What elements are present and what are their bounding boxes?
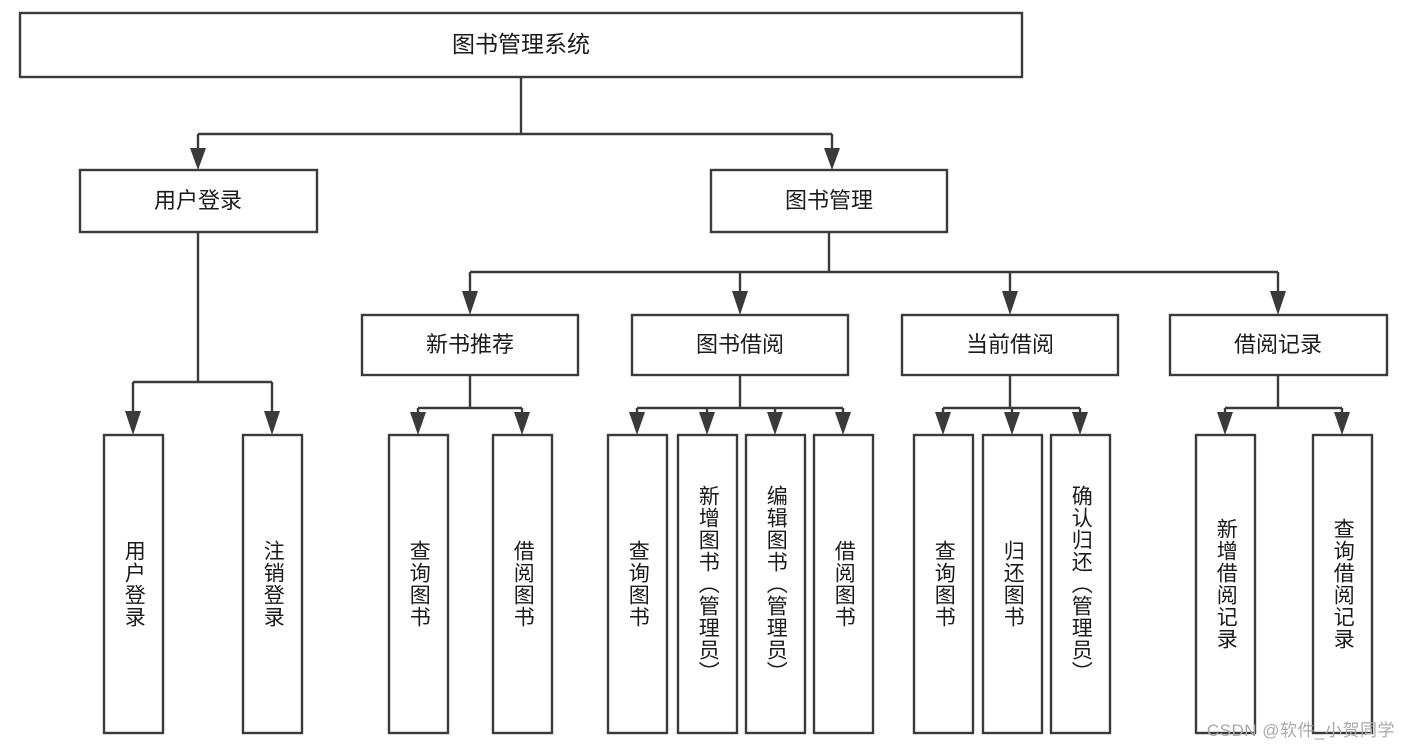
arrowhead-borrow-record	[1270, 291, 1286, 315]
node-root-box[interactable]	[18, 11, 1024, 79]
node-borrow-record-box[interactable]	[1168, 313, 1389, 377]
node-current-borrow-label: 当前借阅	[966, 332, 1054, 357]
node-book-management-label: 图书管理	[785, 188, 873, 213]
connector-group-book-borrow	[629, 375, 851, 435]
leaf-add-record-box[interactable]	[1194, 433, 1257, 735]
node-root-label: 图书管理系统	[452, 31, 590, 57]
leaf-add-book-box[interactable]	[676, 433, 739, 735]
arrowhead-leaf-borrow-book-2	[835, 412, 851, 435]
arrowhead-leaf-confirm-return	[1072, 412, 1088, 435]
arrowhead-current-borrow	[1002, 291, 1018, 315]
arrowhead-leaf-query-book-3	[935, 412, 951, 435]
leaf-confirm-return-box[interactable]	[1049, 433, 1112, 735]
connector-group-new-book-recommend	[410, 375, 530, 435]
arrowhead-leaf-user-login	[125, 411, 141, 435]
node-user-login-label: 用户登录	[154, 188, 242, 213]
leaf-logout-login-box[interactable]	[241, 433, 304, 735]
node-new-book-recommend-box[interactable]	[360, 313, 580, 377]
connector-group-user-login	[125, 232, 280, 435]
arrowhead-leaf-query-record	[1334, 412, 1350, 435]
leaf-edit-book-box[interactable]	[744, 433, 807, 735]
arrowhead-leaf-add-record	[1217, 412, 1233, 435]
leaf-query-book-1-box[interactable]	[387, 433, 450, 735]
node-new-book-recommend-label: 新书推荐	[426, 332, 514, 357]
arrowhead-leaf-query-book-2	[629, 412, 645, 435]
leaf-return-book-box[interactable]	[981, 433, 1044, 735]
connector-group-root	[190, 77, 840, 170]
leaf-user-login-box[interactable]	[102, 433, 165, 735]
arrowhead-leaf-edit-book	[767, 412, 783, 435]
arrowhead-book-management	[824, 148, 840, 170]
arrowhead-user-login	[190, 148, 206, 170]
connector-group-current-borrow	[935, 375, 1088, 435]
leaf-borrow-book-2-box[interactable]	[812, 433, 875, 735]
connector-group-borrow-record	[1217, 375, 1350, 435]
leaf-query-record-box[interactable]	[1311, 433, 1374, 735]
node-book-borrow-box[interactable]	[630, 313, 850, 377]
arrowhead-leaf-return-book	[1004, 412, 1020, 435]
node-book-management-box[interactable]	[709, 168, 949, 234]
node-borrow-record-label: 借阅记录	[1234, 332, 1322, 357]
node-book-borrow-label: 图书借阅	[696, 332, 784, 357]
arrowhead-leaf-logout-login	[264, 411, 280, 435]
node-current-borrow-box[interactable]	[900, 313, 1120, 377]
arrowhead-new-book-recommend	[462, 291, 478, 315]
leaf-borrow-book-1-box[interactable]	[491, 433, 554, 735]
node-user-login-box[interactable]	[78, 168, 319, 234]
arrowhead-leaf-query-book-1	[410, 412, 426, 435]
leaf-query-book-3-box[interactable]	[912, 433, 975, 735]
arrowhead-book-borrow	[732, 291, 748, 315]
leaf-query-book-2-box[interactable]	[606, 433, 669, 735]
connector-group-book-management	[462, 232, 1286, 315]
arrowhead-leaf-add-book	[699, 412, 715, 435]
arrowhead-leaf-borrow-book-1	[514, 412, 530, 435]
